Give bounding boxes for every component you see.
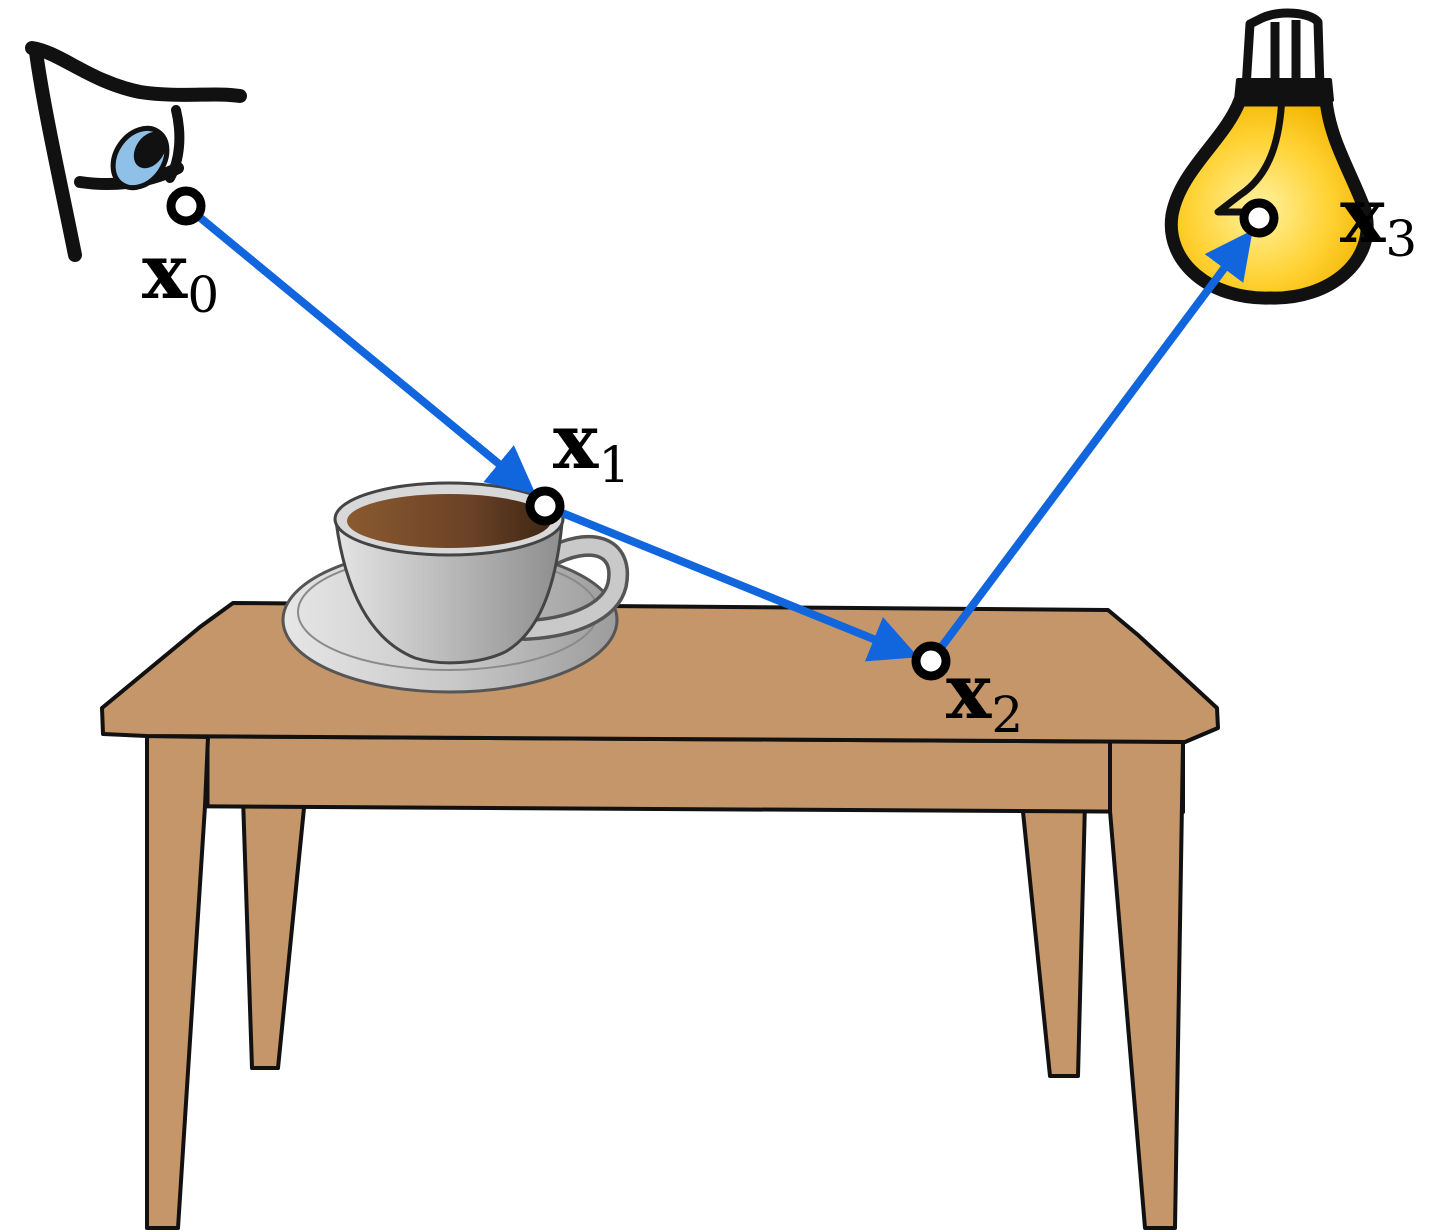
label-x0-main: x (142, 227, 188, 316)
bulb-glass (1164, 93, 1374, 305)
table-icon (100, 601, 1220, 1230)
table-leg-back-left (241, 796, 307, 1070)
label-x3-sub: 3 (1385, 210, 1417, 268)
eye-icon (25, 41, 247, 262)
vertex-x2 (911, 641, 951, 681)
label-x3-main: x (1340, 171, 1386, 260)
table-top (100, 601, 1220, 744)
table-leg-front-right (1108, 739, 1185, 1230)
label-x2-main: x (946, 647, 992, 736)
label-x1: x1 (553, 397, 630, 494)
label-x3: x3 (1340, 171, 1417, 268)
path-segment-x2-x3 (927, 230, 1253, 664)
bulb-base (1241, 8, 1325, 93)
light-bulb-icon (1164, 8, 1374, 305)
table-leg-back-right (1020, 800, 1087, 1078)
light-path (183, 202, 1253, 664)
vertex-x0 (166, 186, 206, 226)
label-x0-sub: 0 (187, 266, 219, 324)
label-x2: x2 (946, 647, 1023, 744)
vertex-x1 (525, 486, 565, 526)
coffee-cup-icon (281, 481, 630, 694)
label-x1-sub: 1 (598, 436, 630, 494)
label-x0: x0 (142, 227, 219, 324)
coffee-surface (347, 494, 551, 548)
vertex-x3 (1239, 198, 1279, 238)
path-segment-x0-x1 (183, 202, 536, 495)
path-vertices (166, 186, 1279, 681)
table-leg-front-left (145, 734, 210, 1230)
path-segment-x1-x2 (543, 502, 919, 662)
cup-body (334, 519, 564, 665)
pupil (133, 131, 167, 169)
table-apron (145, 734, 1185, 814)
label-x1-main: x (553, 397, 599, 486)
label-x2-sub: 2 (991, 686, 1023, 744)
